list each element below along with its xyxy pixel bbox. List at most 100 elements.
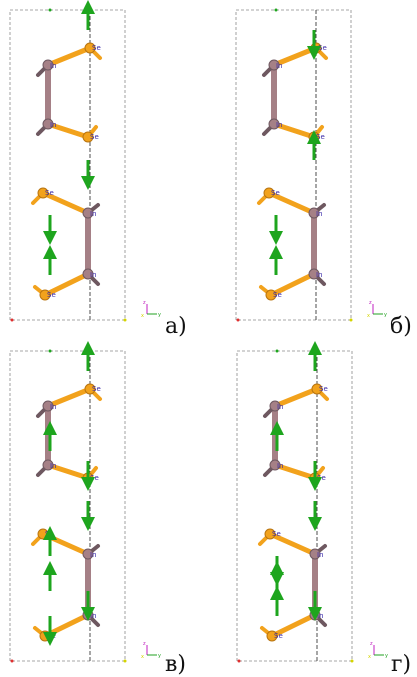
- x-axis-label: x: [141, 654, 144, 660]
- z-axis-label: z: [370, 641, 373, 647]
- atom-label-in: In: [90, 271, 97, 279]
- y-axis-label: y: [384, 312, 387, 318]
- atom-label-in: In: [316, 210, 323, 218]
- selenium-atom: [265, 289, 277, 301]
- atom-label-in: In: [50, 462, 57, 470]
- selenium-atom: [266, 630, 278, 642]
- z-axis-label: z: [143, 641, 146, 647]
- displacement-arrow: [81, 501, 95, 531]
- panel-label-a: а): [165, 314, 187, 339]
- atom-label-se: Se: [319, 385, 328, 393]
- in-se-bond: [45, 45, 93, 68]
- atom-label-in: In: [50, 121, 57, 129]
- atom-label-in: In: [90, 551, 97, 559]
- in-se-bond: [272, 462, 318, 481]
- displacement-arrow: [308, 501, 322, 531]
- atom-label-in: In: [277, 462, 284, 470]
- arrow-head: [81, 517, 95, 531]
- displacement-arrow: [269, 245, 283, 275]
- indium-atom: [309, 548, 321, 560]
- x-axis-label: x: [141, 313, 144, 319]
- axis-triad: z y x: [141, 300, 161, 319]
- atom-label-in: In: [316, 271, 323, 279]
- axis-triad: z y x: [141, 641, 161, 660]
- in-se-bond: [268, 271, 317, 298]
- cell-corner-dot: [275, 349, 279, 353]
- arrow-head: [307, 46, 321, 60]
- atom-label-se: Se: [316, 133, 325, 141]
- arrow-head: [43, 421, 57, 435]
- z-axis-label: z: [143, 300, 146, 306]
- arrow-head: [43, 245, 57, 259]
- displacement-arrow: [43, 215, 57, 245]
- arrow-head: [307, 130, 321, 144]
- in-se-bond: [266, 190, 317, 216]
- in-se-bond: [42, 271, 91, 298]
- atom-label-se: Se: [271, 189, 280, 197]
- selenium-atom: [263, 187, 275, 199]
- y-axis-label: y: [158, 653, 161, 659]
- cell-corner-dot: [48, 8, 52, 12]
- displacement-arrow: [81, 591, 95, 621]
- panels-layer: InInInInSeSeSeSezyxInInInInSeSeSeSezyxIn…: [9, 0, 412, 677]
- arrow-head: [270, 561, 284, 575]
- selenium-atom: [264, 528, 276, 540]
- unit-cell-frame: [9, 9, 126, 321]
- in-se-bond: [40, 190, 91, 216]
- arrow-head: [43, 632, 57, 646]
- displacement-arrow: [307, 30, 321, 60]
- unit-cell-frame: [235, 9, 352, 321]
- indium-atom: [42, 59, 54, 71]
- arrow-head: [308, 517, 322, 531]
- indium-atom: [268, 118, 280, 130]
- in-se-bond: [269, 612, 318, 639]
- unit-cell-frame: [9, 350, 126, 662]
- y-axis-label: y: [385, 653, 388, 659]
- atom-label-se: Se: [272, 530, 281, 538]
- atom-label-in: In: [276, 121, 283, 129]
- indium-atom: [82, 548, 94, 560]
- displacement-arrow: [81, 461, 95, 491]
- cell-corner-dot: [274, 8, 278, 12]
- axis-triad: zyx: [367, 300, 387, 319]
- y-axis-label: y: [158, 312, 161, 318]
- in-se-bond: [271, 45, 319, 68]
- selenium-atom: [37, 187, 49, 199]
- arrow-head: [81, 477, 95, 491]
- cell-origin-dot: [10, 318, 14, 322]
- displacement-arrow: [43, 421, 57, 451]
- atom-label-se: Se: [318, 44, 327, 52]
- indium-atom: [269, 400, 281, 412]
- displacement-arrow: [270, 421, 284, 451]
- atom-label-in: In: [90, 612, 97, 620]
- atom-label-se: Se: [90, 133, 99, 141]
- selenium-atom: [311, 383, 323, 395]
- indium-atom: [82, 207, 94, 219]
- z-axis-label: z: [369, 300, 372, 306]
- arrow-head: [81, 176, 95, 190]
- in-se-bond: [267, 531, 318, 557]
- indium-atom: [308, 207, 320, 219]
- cell-corner-dot: [349, 318, 353, 322]
- arrow-head: [81, 607, 95, 621]
- cell-corner-dot: [350, 659, 354, 663]
- atom-label-se: Se: [273, 291, 282, 299]
- displacement-arrow: [270, 586, 284, 616]
- arrow-head: [43, 526, 57, 540]
- arrow-head: [81, 0, 95, 14]
- arrow-head: [308, 607, 322, 621]
- arrow-head: [270, 586, 284, 600]
- displacement-arrow: [308, 461, 322, 491]
- displacement-arrow: [81, 341, 95, 371]
- atom-label-se: Se: [274, 632, 283, 640]
- arrow-head: [270, 421, 284, 435]
- atom-label-in: In: [50, 62, 57, 70]
- cell-origin-dot: [236, 318, 240, 322]
- arrow-head: [308, 341, 322, 355]
- panel-label-b: б): [390, 314, 412, 339]
- displacement-arrow: [308, 341, 322, 371]
- arrow-head: [81, 341, 95, 355]
